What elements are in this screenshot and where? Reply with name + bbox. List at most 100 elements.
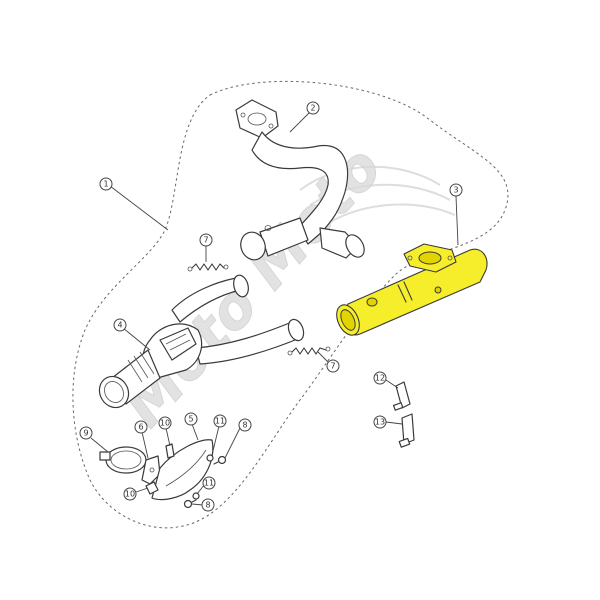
callout-4-label: 4 — [117, 321, 122, 330]
leader-10b — [135, 487, 149, 493]
part-6-bracket — [141, 455, 161, 485]
callout-11b-label: 11 — [204, 479, 214, 488]
small-bracket — [141, 455, 161, 485]
tube-12-body — [395, 381, 411, 409]
leader-1 — [109, 185, 169, 231]
clamp-band-inner — [110, 450, 142, 470]
bracket-hole — [149, 467, 155, 473]
collector-bracket — [159, 327, 197, 361]
leader-12 — [385, 379, 399, 389]
callout-4: 4 — [113, 318, 127, 332]
leader-8b — [191, 503, 204, 506]
part-12-tube — [392, 381, 411, 411]
bolt-head — [217, 455, 227, 465]
callout-9: 9 — [79, 426, 93, 440]
leader-3 — [455, 195, 459, 246]
link-pipe-inlet-inner — [340, 309, 356, 331]
spring-hook — [223, 264, 229, 270]
callout-11a-label: 11 — [215, 417, 225, 426]
callout-3: 3 — [449, 183, 463, 197]
spring-hook — [287, 350, 293, 356]
callout-1: 1 — [99, 177, 113, 191]
link-pipe-sensor-boss — [366, 297, 378, 307]
flange-bolt-hole — [268, 123, 274, 129]
link-flange-bolt — [447, 255, 453, 261]
link-flange-bolt — [407, 255, 413, 261]
y-pipe-lower-inlet — [287, 318, 305, 342]
callout-8-lower: 8 — [201, 498, 215, 512]
part-7-spring-upper — [187, 263, 229, 272]
tube-12-cap — [392, 402, 404, 411]
callout-2: 2 — [306, 101, 320, 115]
callout-8-upper: 8 — [238, 418, 252, 432]
callout-13: 13 — [373, 415, 387, 429]
header-flange — [235, 99, 279, 139]
leader-4 — [122, 327, 151, 351]
tube-13-cap — [398, 437, 411, 448]
leader-11a — [211, 425, 220, 456]
callout-10-lower: 10 — [123, 487, 137, 501]
kit-outline-dashed — [72, 80, 509, 529]
part-2-header-pipe — [235, 99, 365, 261]
leader-10a — [165, 427, 171, 447]
leader-5 — [191, 423, 199, 441]
bolt-shank — [213, 461, 219, 465]
leader-9 — [90, 437, 109, 453]
callout-8b-label: 8 — [205, 501, 210, 510]
part-10-clip-lower — [145, 481, 159, 495]
part-8-bolt-upper — [213, 455, 227, 465]
callout-10-upper: 10 — [158, 416, 172, 430]
header-pipe-body — [251, 131, 349, 245]
part-8-bolt-lower — [183, 499, 197, 509]
heat-shield-body — [151, 439, 214, 501]
bolt-shank — [191, 499, 197, 503]
clamp-bolt-block — [99, 451, 111, 461]
header-left-branch — [259, 217, 309, 257]
y-pipe-weld-lines — [127, 351, 155, 383]
spring-coil-upper — [191, 263, 225, 271]
header-flange-port — [247, 112, 267, 126]
leader-2 — [289, 111, 311, 133]
part-11-washer-lower — [192, 492, 200, 500]
callout-8a-label: 8 — [242, 421, 247, 430]
spring-hook — [325, 346, 331, 352]
o2-sensor-boss — [264, 225, 272, 231]
link-pipe-joint-band — [397, 281, 413, 303]
leader-6 — [141, 431, 149, 459]
callout-7a-label: 7 — [203, 236, 208, 245]
collector-bracket-ribs — [165, 333, 191, 351]
part-11-washer-upper — [206, 454, 214, 462]
header-right-outlet — [345, 234, 365, 258]
callout-11-lower: 11 — [202, 476, 216, 490]
callout-11-upper: 11 — [213, 414, 227, 428]
callout-7-upper: 7 — [199, 233, 213, 247]
link-pipe-stud — [434, 286, 442, 294]
leader-13 — [385, 421, 403, 425]
part-1-y-pipe — [98, 274, 305, 409]
spring-hook — [187, 266, 193, 272]
callout-13-label: 13 — [375, 418, 385, 427]
header-left-outlet — [240, 231, 266, 261]
callout-7-lower: 7 — [326, 359, 340, 373]
callout-12: 12 — [373, 371, 387, 385]
callout-12-label: 12 — [375, 374, 385, 383]
part-5-heat-shield — [151, 439, 214, 501]
part-10-clip-upper — [165, 443, 175, 459]
part-4-bracket — [159, 327, 197, 361]
bolt-head — [183, 499, 193, 509]
callout-5: 5 — [184, 412, 198, 426]
part-13-tube — [398, 413, 415, 448]
callout-10a-label: 10 — [160, 419, 170, 428]
callout-3-label: 3 — [453, 186, 458, 195]
watermark-text: Moto Moto — [110, 133, 395, 439]
callout-10b-label: 10 — [125, 490, 135, 499]
spring-coil-lower — [291, 347, 327, 355]
leader-8a — [224, 427, 241, 459]
callout-1-label: 1 — [103, 180, 108, 189]
callout-6: 6 — [134, 420, 148, 434]
leader-lines — [90, 111, 459, 506]
link-pipe-flange-port — [418, 251, 442, 265]
flange-bolt-hole — [240, 112, 246, 118]
